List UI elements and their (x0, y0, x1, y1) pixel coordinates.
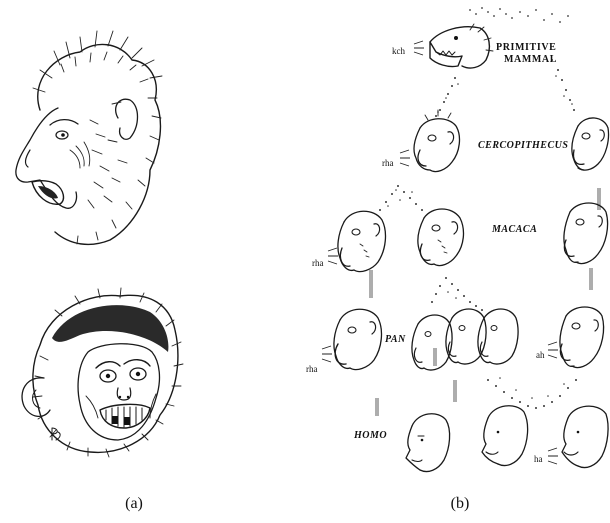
sound-lines-root (414, 41, 424, 55)
sound-lines-homo-right (548, 448, 558, 464)
trail-macaca-to-pan (431, 277, 483, 311)
panel-a: (a) (16, 31, 183, 512)
macaca-head-right-icon (564, 203, 608, 264)
panel-b: kch PRIMITIVE MAMMAL rha CERCOPITHECUS (306, 7, 609, 512)
pan-left-sound-label: rha (306, 364, 318, 374)
trail-root-to-cerco-left (435, 77, 459, 117)
cercopithecus-head-left-icon (414, 110, 460, 172)
root-title-line1: PRIMITIVE (496, 42, 556, 53)
monkey-head-screaming-icon (16, 31, 162, 244)
lineage-hatches (370, 188, 600, 416)
root-sound-label: kch (392, 46, 405, 56)
root-title-line2: MAMMAL (504, 54, 557, 65)
homo-head-center-icon (482, 406, 528, 466)
monkey-head-grinning-icon (22, 288, 183, 457)
sound-lines-cercopithecus (400, 150, 410, 166)
panel-a-caption: (a) (125, 495, 143, 512)
pan-right-sound-label: ah (536, 350, 545, 360)
trail-cerco-fork (379, 185, 423, 211)
taxon-homo: HOMO (353, 430, 387, 441)
macaca-sound-label: rha (312, 258, 324, 268)
panel-b-caption: (b) (451, 495, 470, 512)
taxon-macaca: MACACA (491, 224, 537, 235)
cercopithecus-sound-label: rha (382, 158, 394, 168)
pan-head-left-icon (334, 309, 382, 369)
cercopithecus-head-right-icon (572, 118, 609, 170)
macaca-head-center-icon (418, 209, 464, 266)
homo-right-sound-label: ha (534, 454, 543, 464)
spray-top (469, 7, 569, 23)
sound-lines-pan-left (322, 346, 332, 362)
sound-lines-pan-right (548, 342, 558, 358)
pan-head-center3-icon (478, 309, 518, 364)
pan-head-right-icon (560, 307, 604, 368)
homo-head-right-icon (562, 406, 608, 467)
taxon-cercopithecus: CERCOPITHECUS (478, 140, 568, 151)
macaca-head-left-icon (338, 211, 386, 271)
taxon-pan: PAN (385, 334, 406, 345)
homo-head-left-icon (406, 414, 450, 472)
primitive-mammal-head-icon (430, 24, 493, 68)
sound-lines-macaca (328, 248, 338, 264)
trail-root-to-cerco-right (551, 59, 575, 111)
trail-bottom-arc (487, 377, 577, 409)
